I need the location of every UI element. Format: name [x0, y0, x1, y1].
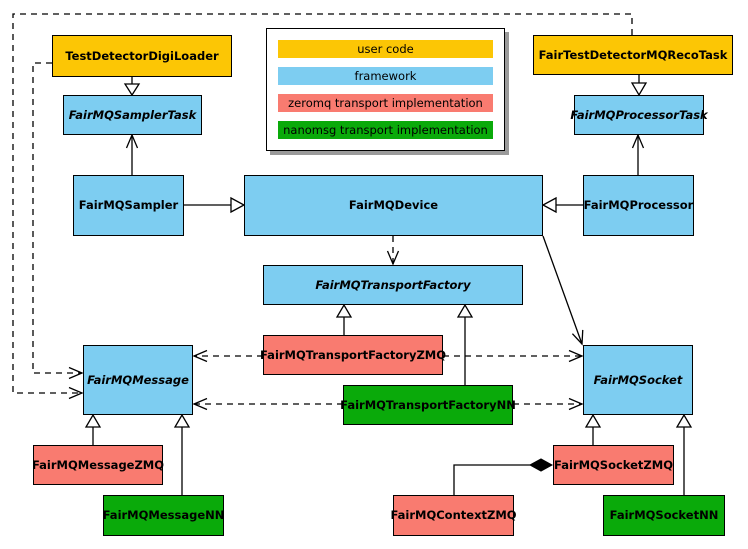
edge-fairtestdetectormqrecotask-to-fairmqprocessortask [630, 75, 648, 97]
hollow-triangle-arrowhead [675, 413, 693, 428]
node-fairmqsocketnn: FairMQSocketNN [603, 495, 725, 536]
edge-fairmqcontextzmq-to-fairmqsocketzmq [453, 458, 554, 495]
node-fairmqtransportfactoryzmq: FairMQTransportFactoryZMQ [260, 335, 446, 375]
node-fairmqtransportfactorynn: FairMQTransportFactoryNN [340, 385, 516, 425]
hollow-triangle-arrowhead [541, 196, 557, 214]
node-fairmqmessagenn: FairMQMessageNN [103, 495, 224, 536]
node-fairmqprocessor: FairMQProcessor [583, 175, 694, 236]
hollow-triangle-arrowhead [84, 413, 102, 428]
composition-diamond [528, 458, 554, 472]
hollow-triangle-arrowhead [173, 413, 191, 428]
legend-item-user-code: user code [278, 40, 493, 58]
legend: user code framework zeromq transport imp… [266, 28, 505, 151]
node-testdetectordigiloader: TestDetectorDigiLoader [52, 35, 232, 77]
node-fairmqsocket: FairMQSocket [583, 345, 693, 415]
hollow-triangle-arrowhead [584, 413, 602, 428]
edge-fairmqsampler-to-fairmqdevice [184, 196, 246, 214]
edge-fairmqmessagezmq-to-fairmqmessage [84, 413, 102, 445]
edge-fairmqtransportfactoryzmq-to-fairmqtransportfactory [335, 303, 353, 335]
edge-fairmqtransportfactorynn-to-fairmqtransportfactory [456, 303, 474, 385]
hollow-triangle-arrowhead [335, 303, 353, 318]
hollow-triangle-arrowhead [456, 303, 474, 318]
node-fairmqsampler: FairMQSampler [73, 175, 184, 236]
hollow-triangle-arrowhead [230, 196, 246, 214]
node-fairmqsocketzmq: FairMQSocketZMQ [553, 445, 674, 485]
edge-fairtestdetectormqrecotask-to-fairmqmessage [12, 13, 633, 400]
edge-fairmqprocessor-to-fairmqdevice [541, 196, 583, 214]
edge-fairmqmessagenn-to-fairmqmessage [173, 413, 191, 495]
node-fairmqtransportfactory: FairMQTransportFactory [263, 265, 523, 305]
node-fairmqsamplertask: FairMQSamplerTask [63, 95, 202, 135]
node-fairtestdetectormqrecotask: FairTestDetectorMQRecoTask [533, 35, 733, 75]
node-fairmqmessagezmq: FairMQMessageZMQ [32, 445, 164, 485]
edge-testdetectordigiloader-to-fairmqmessage [32, 62, 84, 380]
node-fairmqmessage: FairMQMessage [83, 345, 193, 415]
legend-item-zeromq: zeromq transport implementation [278, 94, 493, 112]
legend-item-nanomsg: nanomsg transport implementation [278, 121, 493, 139]
node-fairmqcontextzmq: FairMQContextZMQ [390, 495, 517, 536]
edge-fairmqdevice-to-fairmqsocket [542, 235, 584, 346]
hollow-triangle-arrowhead [630, 82, 648, 97]
hollow-triangle-arrowhead [123, 83, 141, 97]
edge-fairmqsocketnn-to-fairmqsocket [675, 413, 693, 495]
edge-testdetectordigiloader-to-fairmqsamplertask [123, 77, 141, 97]
legend-item-framework: framework [278, 67, 493, 85]
node-fairmqprocessortask: FairMQProcessorTask [570, 95, 708, 135]
node-fairmqdevice: FairMQDevice [244, 175, 543, 236]
edge-fairmqsocketzmq-to-fairmqsocket [584, 413, 602, 445]
